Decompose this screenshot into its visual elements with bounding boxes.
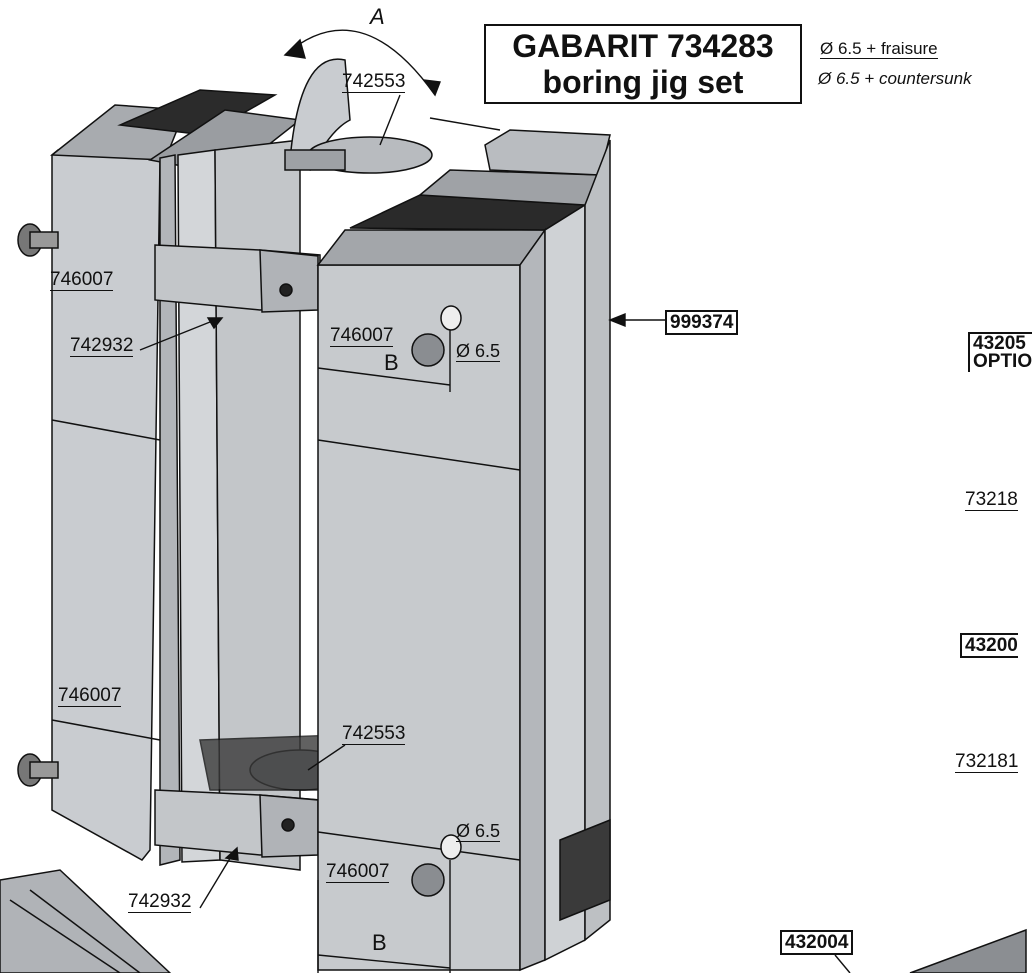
leaders bbox=[139, 29, 851, 973]
left-screws bbox=[17, 223, 59, 787]
part-screw-right-bottom: 746007 bbox=[326, 861, 390, 883]
hole-label-top: Ø 6.5 bbox=[456, 341, 501, 362]
part-screw-right-top: 746007 bbox=[330, 325, 394, 347]
part-right-2: 732181 bbox=[955, 751, 1019, 773]
top-bracket bbox=[154, 244, 321, 313]
left-profile bbox=[49, 89, 302, 871]
note-english: Ø 6.5 + countersunk bbox=[818, 69, 972, 88]
hole-label-bottom: Ø 6.5 bbox=[456, 821, 501, 842]
part-right-option: OPTIO bbox=[973, 351, 1032, 372]
part-screw-left-bottom: 746007 bbox=[58, 685, 122, 707]
left-top-guide bbox=[284, 58, 433, 174]
part-right-boxed-1-number: 43205 bbox=[973, 333, 1026, 354]
part-right-1: 73218 bbox=[965, 489, 1018, 511]
part-bracket-bottom: 742932 bbox=[128, 891, 192, 913]
title-box: GABARIT 734283 boring jig set bbox=[484, 24, 802, 104]
right-profile bbox=[316, 129, 611, 972]
angle-label: A bbox=[370, 4, 385, 29]
part-guide-top: 742553 bbox=[342, 71, 406, 93]
title-line1: GABARIT 734283 bbox=[512, 28, 774, 64]
bottom-right-fragment bbox=[909, 928, 1027, 973]
part-bracket-top: 742932 bbox=[70, 335, 134, 357]
right-screws bbox=[411, 305, 462, 897]
bottom-left-fragment bbox=[0, 869, 172, 973]
part-guide-bottom: 742553 bbox=[342, 723, 406, 745]
part-right-boxed-1: 43205 OPTIO bbox=[968, 332, 1032, 372]
width-label-bottom: B bbox=[372, 930, 387, 955]
part-screw-left-top: 746007 bbox=[50, 269, 114, 291]
part-profile-main: 999374 bbox=[665, 310, 739, 335]
note-french: Ø 6.5 + fraisure bbox=[820, 39, 938, 59]
title-line2: boring jig set bbox=[542, 64, 744, 100]
part-right-boxed-2: 43200 bbox=[960, 633, 1018, 658]
width-label-top: B bbox=[384, 350, 399, 375]
part-bottom-boxed: 432004 bbox=[780, 930, 854, 955]
